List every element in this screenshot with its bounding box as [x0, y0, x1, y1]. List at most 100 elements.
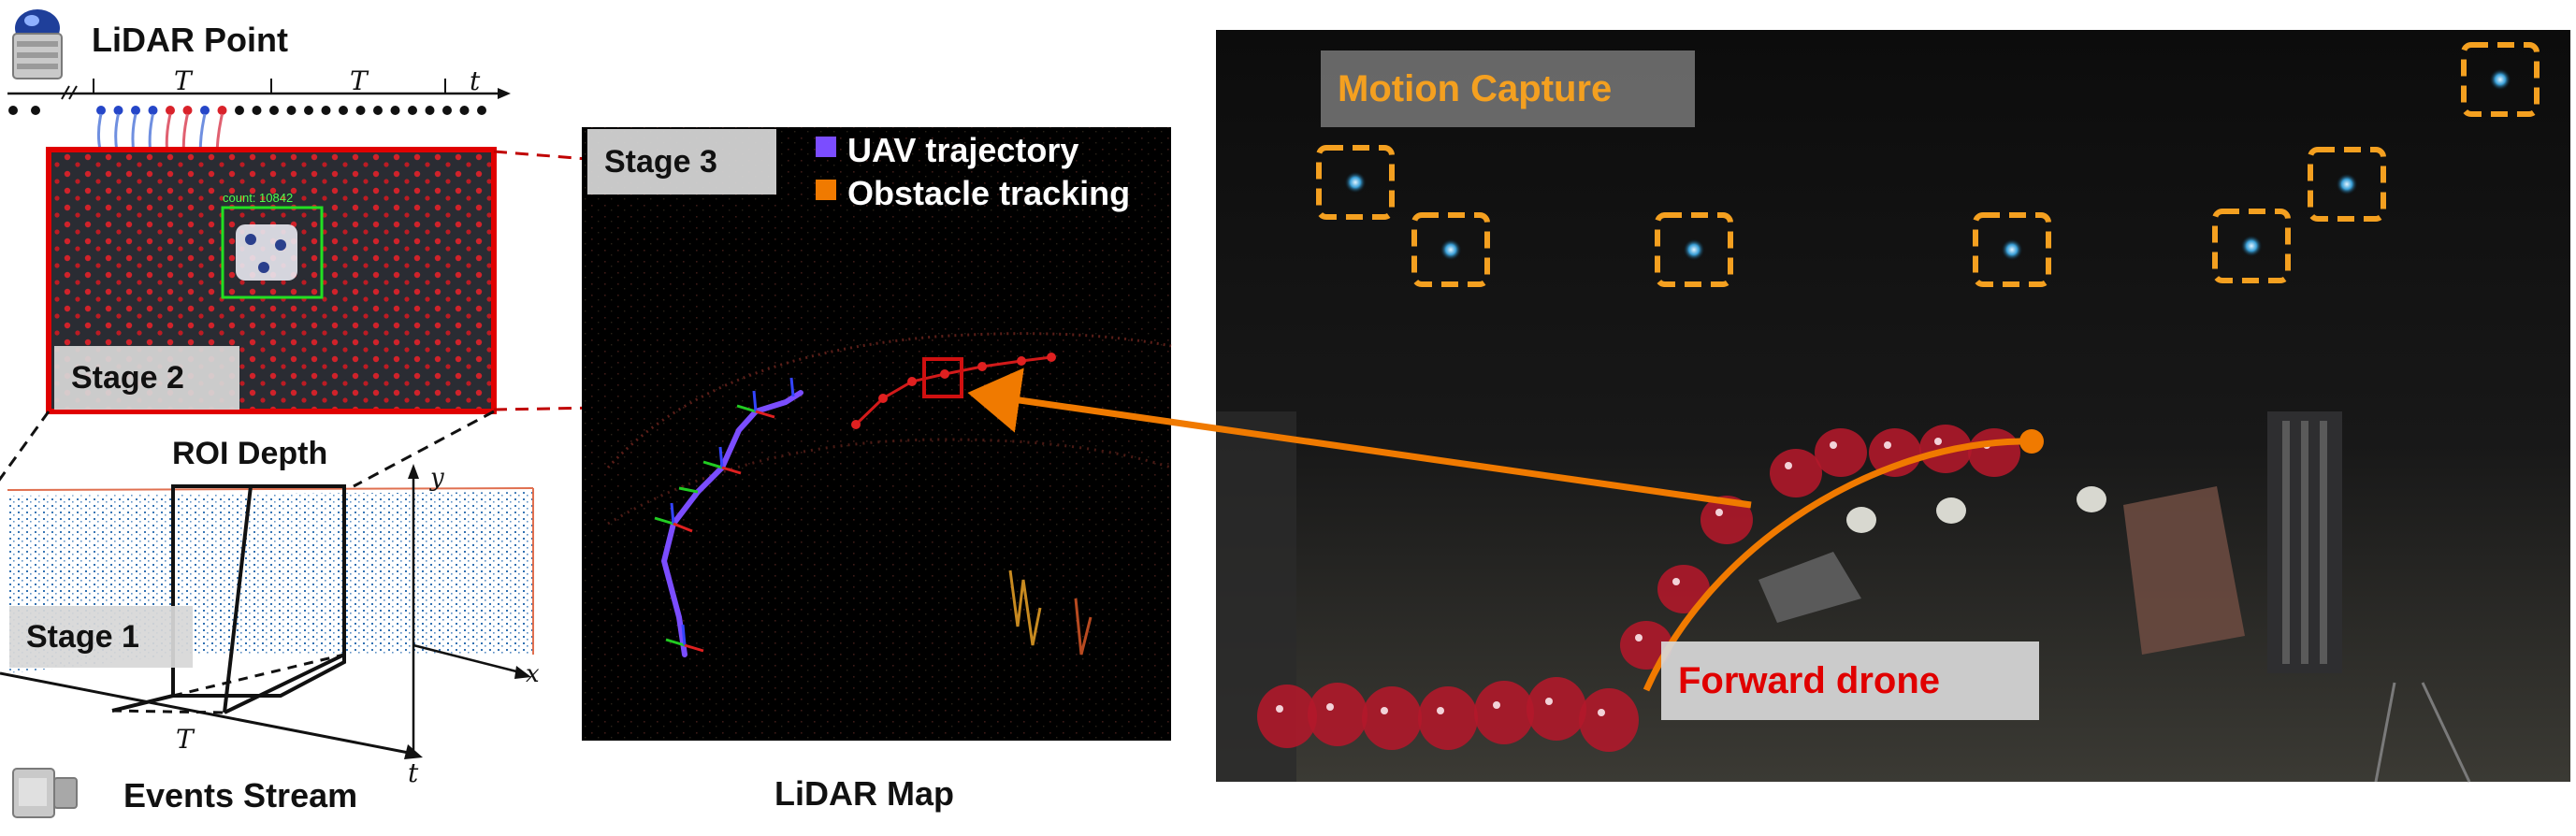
- drone-trail-highlight: [1326, 703, 1334, 711]
- lidar-point-label: LiDAR Point: [92, 21, 288, 59]
- lidar-point-dot: [390, 106, 400, 115]
- drone-trail-highlight: [1635, 634, 1643, 641]
- obstacle-track-points: [851, 353, 1056, 429]
- lidar-point-dot: [31, 106, 40, 115]
- mocap-marker-box: [1973, 212, 2051, 287]
- drone-trail-highlight: [1493, 701, 1500, 709]
- lidar-point-dot: [286, 106, 297, 115]
- events-stream-label: Events Stream: [123, 776, 358, 814]
- mocap-marker-boxes: [1316, 42, 2540, 287]
- mocap-marker-box: [1316, 145, 1395, 220]
- drone-trail-highlight: [1598, 709, 1605, 716]
- mocap-marker-light: [2336, 173, 2358, 195]
- lidar-point-dot: [182, 106, 193, 115]
- mocap-marker-box: [2308, 147, 2386, 222]
- stage2-tag: Stage 2: [54, 346, 239, 410]
- drone-trail-blob: [1968, 428, 2020, 477]
- motion-capture-tag: Motion Capture: [1321, 50, 1695, 127]
- drone-trail-highlight: [1381, 707, 1388, 714]
- lidar-map-caption: LiDAR Map: [774, 774, 954, 813]
- detection-count-text: count: 10842: [223, 191, 294, 205]
- lidar-point-dot: [321, 106, 331, 115]
- drone-trail-blob: [1815, 428, 1867, 477]
- mocap-marker-light: [2001, 238, 2023, 261]
- lidar-sensor-icon: [12, 9, 63, 79]
- stage2-panel: [46, 147, 497, 414]
- lidar-point-dot: [408, 106, 417, 115]
- drone-trail-highlight: [1437, 707, 1444, 714]
- drone-trail-highlight: [1672, 578, 1680, 585]
- drone-trail-blob: [1579, 688, 1639, 752]
- drone-trail-highlight: [1884, 441, 1891, 449]
- detected-object: [236, 224, 297, 281]
- lidar-point-dot: [339, 106, 348, 115]
- lidar-point-dots: [8, 106, 486, 115]
- legend-swatch-uav: [816, 137, 836, 157]
- lidar-time-axis: [7, 79, 511, 100]
- drone-trail-blob: [1770, 449, 1822, 497]
- period-label: T: [174, 65, 192, 96]
- lidar-point-dot: [269, 106, 279, 115]
- period-label: T: [176, 724, 194, 755]
- lidar-point-dot: [166, 106, 175, 115]
- forward-drone-tag: Forward drone: [1661, 641, 2039, 720]
- lidar-point-dot: [425, 106, 435, 115]
- uav-trajectory-line: [661, 390, 803, 657]
- mocap-marker-light: [1440, 238, 1462, 261]
- drone-trail-blob: [1700, 496, 1753, 544]
- drone-trail-highlight: [1545, 698, 1553, 705]
- event-volume: [0, 464, 534, 759]
- drone-trail-highlight: [1830, 441, 1837, 449]
- forward-drone-path: [1643, 438, 2033, 692]
- axis-y-label: y: [430, 464, 444, 492]
- lidar-point-dot: [442, 106, 452, 115]
- drone-trail-blob: [1362, 686, 1422, 750]
- drone-trail-blob: [1527, 677, 1586, 741]
- lidar-map-panel: [582, 127, 1172, 741]
- correspondence-arrow: [967, 368, 1752, 509]
- event-camera-icon: [12, 768, 78, 818]
- drone-trail-highlight: [1785, 462, 1792, 469]
- drone-trail-highlight: [1934, 438, 1942, 445]
- lidar-point-dot: [477, 106, 486, 115]
- time-axis-label: t: [470, 65, 481, 96]
- ball-blob: [2077, 486, 2106, 512]
- drone-trail-blob: [1257, 685, 1317, 748]
- drone-trail-highlight: [1715, 509, 1723, 516]
- ball-blob: [1846, 507, 1876, 533]
- drone-trail-blob: [1474, 681, 1534, 744]
- legend-label-uav: UAV trajectory: [847, 131, 1079, 169]
- mocap-marker-light: [1344, 171, 1367, 194]
- lidar-point-dot: [235, 106, 244, 115]
- period-label: T: [350, 65, 368, 96]
- ball-blob: [1936, 497, 1966, 524]
- lidar-point-dot: [96, 106, 106, 115]
- legend-label-obstacle: Obstacle tracking: [847, 174, 1131, 212]
- lidar-point-dot: [217, 106, 227, 115]
- lidar-point-dot: [373, 106, 383, 115]
- lidar-point-dot: [200, 106, 210, 115]
- mocap-marker-box: [2212, 209, 2291, 283]
- mocap-marker-box: [1411, 212, 1490, 287]
- detection-box: [221, 206, 324, 299]
- axis-t-label: t: [408, 757, 419, 788]
- mocap-marker-box: [2461, 42, 2540, 117]
- legend-swatch-obstacle: [816, 180, 836, 200]
- lidar-point-dot: [459, 106, 470, 115]
- stage1-tag: Stage 1: [9, 606, 193, 668]
- lidar-point-dot: [113, 106, 123, 115]
- drone-trail-highlight: [1276, 705, 1283, 713]
- mocap-marker-light: [2489, 68, 2511, 91]
- drone-trail-blob: [1308, 683, 1368, 746]
- lidar-point-dot: [355, 106, 366, 115]
- stage3-tag: Stage 3: [587, 129, 776, 195]
- mocap-marker-box: [1655, 212, 1733, 287]
- lidar-point-dot: [8, 106, 18, 115]
- lidar-point-dot: [304, 106, 313, 115]
- mocap-marker-light: [1683, 238, 1705, 261]
- drone-trail-blob: [1418, 686, 1478, 750]
- drone-trail-blob: [1657, 565, 1710, 613]
- roi-depth-label: ROI Depth: [172, 436, 328, 471]
- obstacle-highlight-box: [922, 357, 963, 398]
